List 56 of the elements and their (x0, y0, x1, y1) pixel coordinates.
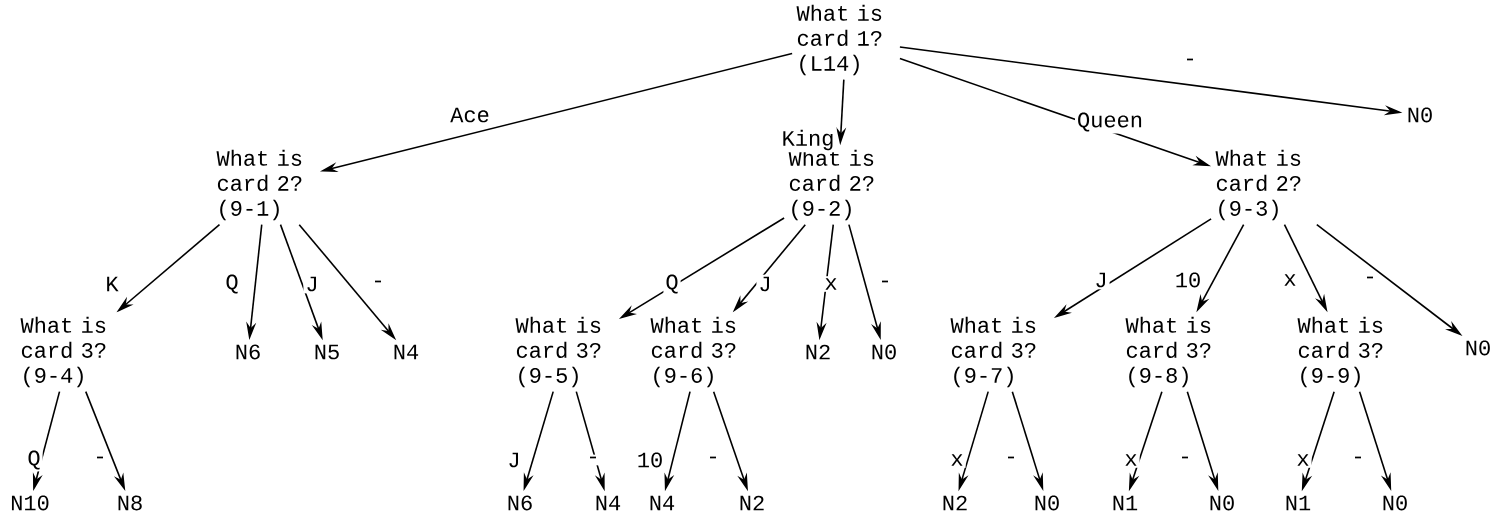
edge-label: 10 (1172, 270, 1204, 290)
outcome-label: N6 (236, 344, 260, 360)
outcome-label: N8 (118, 495, 142, 511)
question-text: What is card 2? (9-3) (1215, 149, 1301, 221)
edge-label: - (1002, 454, 1020, 466)
edge-label: - (704, 454, 722, 466)
outcome-label: N10 (11, 495, 49, 511)
edge-label: Ace (448, 105, 492, 125)
outcome-label: N4 (596, 495, 621, 511)
edge-label: J (505, 450, 523, 470)
outcome-label: N1 (1286, 495, 1311, 511)
edge-label: - (91, 454, 109, 466)
outcome-label: N0 (1466, 340, 1490, 356)
edge-label: x (1294, 452, 1312, 468)
edge-label: - (1361, 274, 1379, 286)
outcome-label: N5 (315, 344, 339, 360)
edge-label: - (1181, 56, 1199, 68)
edge-label: x (1122, 452, 1140, 468)
edge-label: Q (25, 448, 43, 472)
question-text: What is card 3? (9-9) (1297, 316, 1383, 388)
edge-label: x (948, 452, 966, 468)
question-text: What is card 3? (9-7) (950, 316, 1036, 388)
outcome-label: N0 (1035, 495, 1059, 511)
outcome-label: N2 (740, 495, 764, 511)
outcome-label: N1 (1113, 495, 1138, 511)
edge-label: - (876, 278, 894, 290)
outcome-label: N0 (1383, 495, 1407, 511)
question-text: What is card 3? (9-8) (1125, 316, 1211, 388)
edge-label: J (303, 274, 321, 294)
edge-label: x (822, 276, 840, 292)
edge-label: - (584, 454, 602, 466)
edge-label: - (1176, 454, 1194, 466)
edge-label: - (1349, 454, 1367, 466)
edge-label: Q (663, 272, 681, 296)
edge-label: x (1281, 272, 1299, 288)
edge-label: K (103, 274, 121, 294)
question-text: What is card 3? (9-5) (515, 316, 601, 388)
edge-label: J (756, 274, 774, 294)
question-text: What is card 3? (9-4) (20, 316, 106, 388)
outcome-label: N0 (1408, 107, 1432, 123)
edge-label: - (369, 278, 387, 290)
outcome-label: N2 (943, 495, 967, 511)
question-text: What is card 1? (L14) (796, 4, 882, 76)
outcome-label: N2 (806, 344, 830, 360)
question-text: What is card 3? (9-6) (650, 316, 736, 388)
outcome-label: N0 (872, 344, 896, 360)
outcome-label: N0 (1210, 495, 1234, 511)
outcome-label: N6 (508, 495, 532, 511)
edge-label: J (1092, 270, 1110, 290)
question-text: What is card 2? (9-1) (216, 149, 302, 221)
edge-label: 10 (634, 450, 666, 470)
outcome-label: N4 (394, 344, 419, 360)
outcome-label: N4 (650, 495, 675, 511)
edge-label: Q (223, 272, 241, 296)
edge-label: King (779, 127, 837, 153)
edge-label: Queen (1075, 110, 1145, 134)
